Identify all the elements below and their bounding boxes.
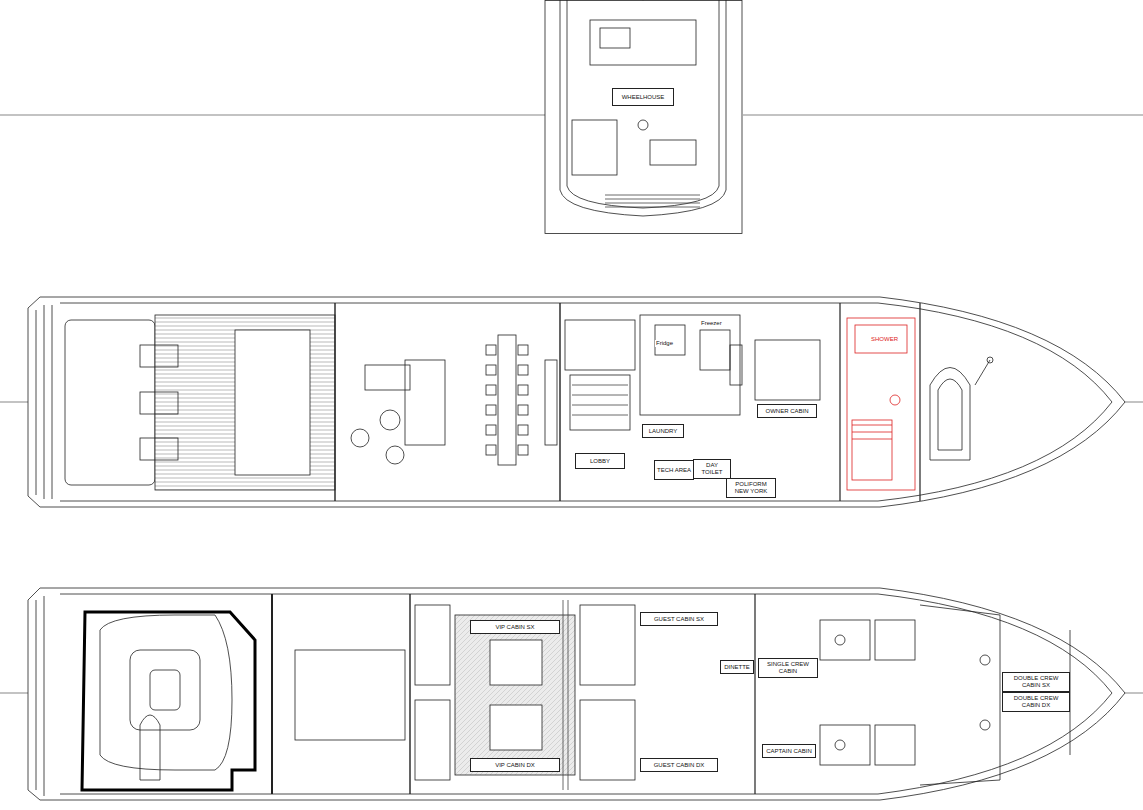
room-name: TECH AREA: [656, 466, 692, 475]
room-box: OWNER CABIN: [757, 404, 817, 418]
room-box: DAY TOILET: [693, 459, 731, 479]
lower-deck: [28, 588, 1125, 800]
room-name: CAPTAIN CABIN: [765, 747, 813, 756]
room-box: WHEELHOUSE: [612, 88, 674, 106]
room-name: SINGLE CREW CABIN: [759, 660, 817, 675]
room-name: VIP CABIN SX: [494, 623, 535, 632]
room-name: OWNER CABIN: [764, 407, 809, 416]
room-box: LAUNDRY: [642, 424, 684, 438]
plan-label: Fridge: [655, 340, 674, 347]
room-name: VIP CABIN DX: [494, 761, 536, 770]
plan-label: SHOWER: [870, 336, 899, 343]
room-name: GUEST CABIN DX: [653, 761, 706, 770]
room-name: LAUNDRY: [648, 427, 679, 436]
room-box: SINGLE CREW CABIN: [758, 658, 818, 678]
main-deck: [28, 297, 1125, 507]
room-name: WHEELHOUSE: [621, 93, 666, 102]
room-name: POLIFORM NEW YORK: [727, 480, 775, 495]
room-box: TECH AREA: [654, 460, 694, 480]
room-box: VIP CABIN SX: [470, 620, 560, 634]
room-box: LOBBY: [575, 453, 625, 469]
plan-label: Freezer: [700, 320, 723, 327]
room-box: POLIFORM NEW YORK: [726, 478, 776, 498]
room-name: DOUBLE CREW CABIN DX: [1003, 694, 1069, 709]
wheelhouse-plan: [545, 0, 742, 234]
room-name: DAY TOILET: [694, 461, 730, 476]
room-name: LOBBY: [589, 457, 611, 466]
room-name: DINETTE: [723, 663, 751, 672]
room-box: DOUBLE CREW CABIN DX: [1002, 692, 1070, 712]
room-box: GUEST CABIN SX: [640, 612, 718, 626]
room-box: GUEST CABIN DX: [640, 758, 718, 772]
room-name: GUEST CABIN SX: [653, 615, 705, 624]
room-box: VIP CABIN DX: [470, 758, 560, 772]
room-box: CAPTAIN CABIN: [762, 744, 816, 758]
room-name: DOUBLE CREW CABIN SX: [1003, 674, 1069, 689]
room-box: DOUBLE CREW CABIN SX: [1002, 672, 1070, 692]
room-box: DINETTE: [720, 660, 754, 674]
